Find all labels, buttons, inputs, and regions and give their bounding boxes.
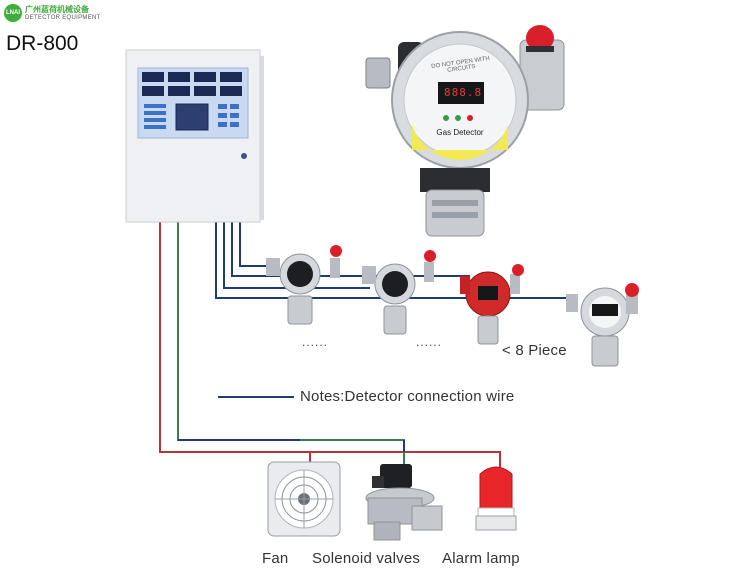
detector-yellow-band — [412, 124, 508, 160]
ellipsis-more-detectors-1: ...... — [302, 335, 329, 349]
panel-side — [260, 56, 264, 220]
panel-buttons — [144, 104, 239, 129]
alarm-lamp-icon — [475, 466, 517, 531]
solenoid-valve-icon — [365, 464, 443, 541]
wire-bus-2 — [223, 222, 370, 289]
output-label-alarm-lamp: Alarm lamp — [442, 550, 520, 567]
output-label-fan: Fan — [262, 550, 289, 567]
detector-cable-gland — [365, 57, 391, 89]
detector-small-2 — [362, 250, 436, 335]
panel-screen — [175, 103, 209, 131]
brand-name-cn: 广州蓝荷机械设备 — [25, 5, 89, 14]
gas-detector-large — [365, 25, 565, 237]
wire-red-output — [159, 222, 501, 468]
beacon-red-icon — [330, 245, 342, 257]
detector-display-value: 888.8 — [444, 86, 483, 99]
brand-name-en: DETECTOR EQUIPMENT — [25, 15, 101, 21]
brand-logo-icon: LNAI — [4, 4, 22, 22]
piece-count-note: < 8 Piece — [502, 342, 567, 359]
legend-text: Notes:Detector connection wire — [300, 388, 515, 405]
detector-small-1 — [266, 245, 342, 325]
control-panel — [125, 49, 264, 223]
model-title: DR-800 — [6, 32, 79, 55]
detector-small-4 — [566, 283, 639, 367]
beacon-red-icon — [512, 264, 524, 276]
detector-neck — [420, 168, 490, 192]
panel-lock-icon — [241, 153, 247, 159]
detector-small-3-red — [460, 264, 524, 345]
beacon-red-icon — [424, 250, 436, 262]
beacon-red-icon — [625, 283, 639, 297]
fan-icon — [267, 461, 341, 537]
output-label-solenoid-valves: Solenoid valves — [312, 550, 421, 567]
output-wires — [159, 222, 501, 468]
panel-displays — [142, 72, 242, 96]
ellipsis-more-detectors-2: ...... — [416, 335, 443, 349]
detector-label: Gas Detector — [436, 128, 484, 137]
beacon-red-icon — [526, 25, 554, 51]
wire-bus-1 — [215, 222, 570, 299]
detector-display — [438, 82, 484, 104]
